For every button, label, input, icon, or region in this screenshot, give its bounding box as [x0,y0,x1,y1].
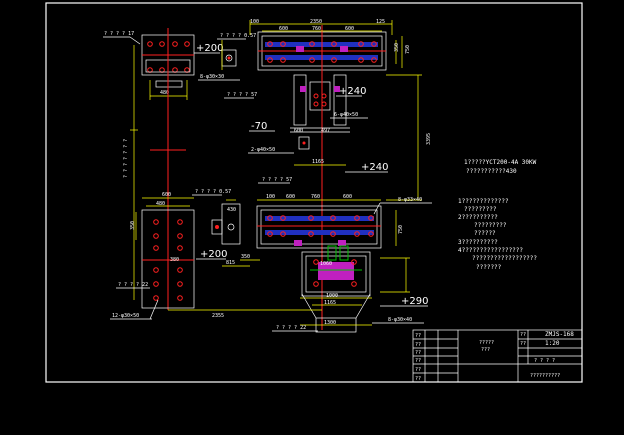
note-3: 2?????????? [458,214,498,221]
dim-1000: 1000 [326,293,338,299]
tb-row-4: ?? [415,358,421,364]
tb-row-2: ?? [415,342,421,348]
svg-text:100: 100 [266,194,275,200]
dim-1165b: 1165 [324,300,336,306]
svg-text:815: 815 [226,260,235,266]
dim-top-chain: 2350 600 760 600 100 125 750 350 [249,19,411,68]
svg-text:??: ?? [520,332,526,338]
elev-plus200-top: +200 [196,43,223,54]
hole-right: 8-φ33×40 [398,197,422,203]
dim-bottom-left: 600 480 350 [130,192,194,240]
hole-top: 8-φ30×30 [200,74,224,80]
note-8: ?????????????????? [472,255,537,262]
svg-text:430: 430 [227,207,236,213]
note-a: ? ? ? ? 0.57 [220,33,256,39]
dim-480b: 480 [156,201,165,207]
dim-497: 497 [321,128,330,134]
svg-text:350: 350 [241,254,250,260]
note-1: 1????????????? [458,198,509,205]
dim-600e: 600 [286,194,295,200]
svg-text:350: 350 [130,221,136,230]
note-5: ?????? [474,230,496,237]
note-c: ? ? ? ? 57 [262,177,292,183]
elev-plus290: +290 [401,296,428,307]
dim-600: 600 [279,26,288,32]
tb-scale: 1:20 [545,340,560,347]
elev-plus240-mid: +240 [361,162,388,173]
top-frame-legs [290,74,350,330]
spec-line1: 1?????YCT200-4A 30KW [464,159,537,166]
tb-drawing-no: ZMJS-168 [545,331,574,338]
note-e: ? ? ? ? 0.57 [195,189,231,195]
top-motor-frame [257,25,387,78]
dim-3395: 3395 [426,133,432,145]
dim-350: 350 [394,43,400,52]
dim-760b: 760 [311,194,320,200]
hole-bracket: 2-φ40×50 [251,147,275,153]
elev-minus70: -70 [251,121,267,132]
elev-plus240-right: +240 [339,86,366,97]
tb-row-6: ?? [415,376,421,382]
note-d: ? ? ? ? 22 [118,282,148,288]
note-9: ??????? [476,264,502,271]
vertical-note: ? ? ? ? ? ? ? [123,139,129,178]
dim-bottom-chain: 100 600 760 600 750 [257,194,404,246]
pump-assembly: 1000 1165 1300 [300,245,372,333]
svg-text:100: 100 [250,19,259,25]
svg-text:??: ?? [520,341,526,347]
tb-sub: ??? [481,347,490,353]
dim-380: 380 [170,257,179,263]
drawing-frame [45,2,583,383]
tb-company: ?????????? [530,373,560,379]
hole-mid: 6-φ40×50 [334,112,358,118]
dim-2355: 2355 [212,313,224,319]
elev-plus200-bottom: +200 [200,249,227,260]
top-left-note: ? ? ? ? 17 [104,31,134,37]
svg-text:125: 125 [376,19,385,25]
dim-600d: 600 [162,192,171,198]
title-block: ?? ?? ?? ?? ?? ?? ????? ??? ?? ZMJS-168 … [412,329,583,383]
dim-600c: 600 [294,128,303,134]
dim-600b: 600 [345,26,354,32]
bottom-pump-frame [256,205,382,249]
spec-line2: ???????????430 [466,168,517,175]
note-7: 4????????????????? [458,247,523,254]
note-b: ? ? ? ? 57 [227,92,257,98]
tb-name: ????? [479,340,494,346]
hole-bottom: 8-φ30×40 [388,317,412,323]
note-2: ????????? [464,206,497,213]
note-f: ? ? ? ? 22 [276,325,306,331]
hole-bottom-left: 12-φ30×50 [112,313,139,319]
tb-row-3: ?? [415,350,421,356]
bottom-bracket: 430 [211,199,241,245]
tb-sheet: ? ? ? ? [534,358,555,364]
dim-1300: 1300 [324,320,336,326]
dim-1165: 1165 [312,159,324,165]
bottom-left-base [141,209,195,309]
dim-750: 750 [405,45,411,54]
tb-row-5: ?? [415,367,421,373]
svg-text:750: 750 [398,225,404,234]
note-6: 3?????????? [458,239,498,246]
dim-480: 480 [160,90,169,96]
top-bracket [221,40,237,70]
tb-row-1: ?? [415,333,421,339]
dim-2350: 2350 [310,19,322,25]
svg-text:600: 600 [343,194,352,200]
dim-760: 760 [312,26,321,32]
note-4: ????????? [474,222,507,229]
dim-1060: 1060 [320,261,332,267]
technical-notes: 1????????????? ????????? 2?????????? ???… [458,198,537,271]
